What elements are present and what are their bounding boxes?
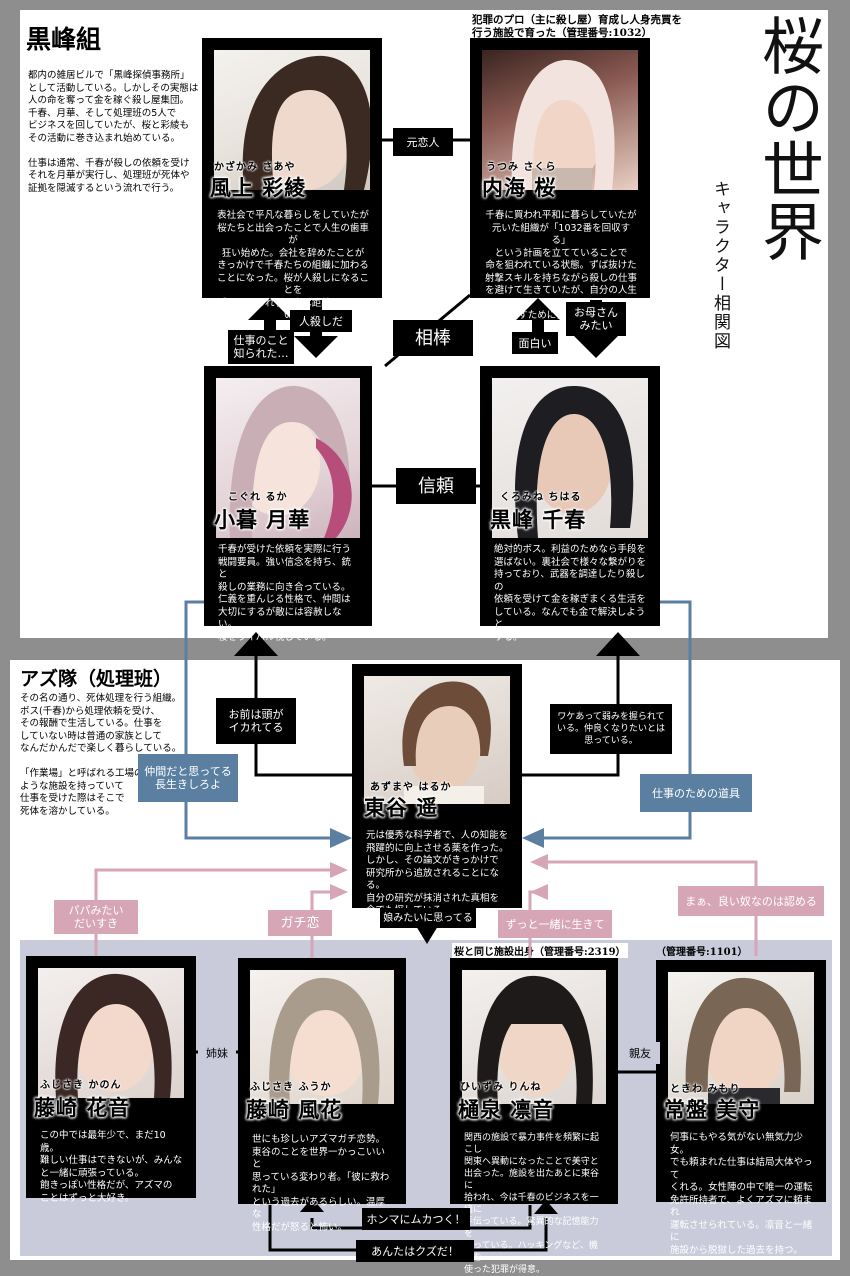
- rel-aibou: 相棒: [393, 320, 473, 356]
- desc-ayaka: 表社会で平凡な暮らしをしていたが 桜たちと出会ったことで人生の歯車が 狂い始めた…: [216, 210, 369, 321]
- portrait-rinne-art: [477, 975, 593, 1104]
- azu-group-desc: その名の通り、死体処理を行う組織。 ボス(千春)から処理依頼を受け、 その報酬で…: [20, 693, 182, 817]
- portrait-gekka: [216, 378, 360, 538]
- ruby-rinne: ひいずみ りんね: [460, 1082, 542, 1093]
- desc-chiharu: 絶対的ボス。利益のためなら手段を 選ばない。裏社会で様々な繋がりを 持っており、…: [494, 544, 647, 643]
- card-gekka[interactable]: こぐれ るか 小暮 月華 千春が受けた依頼を実際に行う 戦闘要員。強い信念を持ち…: [204, 366, 372, 643]
- rel-musume: 娘みたいに思ってる: [380, 908, 476, 928]
- card-kanon[interactable]: ふじさき かのん 藤崎 花音 この中では最年少で、まだ10歳。 難しい仕事はでき…: [26, 956, 196, 1204]
- portrait-chiharu-art: [515, 385, 634, 538]
- rel-omoshiroi: 面白い: [512, 332, 558, 354]
- rel-okaasan: お母さん みたい: [566, 302, 626, 336]
- rel-omae-atama: お前は頭が イカれてる: [216, 698, 296, 744]
- ruby-haruka: あずまや はるか: [370, 782, 452, 793]
- main-title: 桜の世界: [751, 14, 824, 262]
- card-sakura[interactable]: うつみ さくら 内海 桜 千春に買われ平和に暮らしていたが 元いた組織が「103…: [470, 38, 650, 334]
- rel-gachikoi: ガチ恋: [268, 910, 332, 936]
- portrait-rinne: [462, 970, 606, 1104]
- rel-honma: ホンマにムカつく！: [362, 1208, 470, 1230]
- desc-haruka: 元は優秀な科学者で、人の知能を 飛躍的に向上させる薬を作った。 しかし、その論文…: [366, 830, 509, 916]
- portrait-chiharu: [492, 378, 648, 538]
- name-kanon: 藤崎 花音: [34, 1095, 131, 1120]
- portrait-sakura-art: [511, 60, 615, 190]
- rel-shimai: 姉妹: [198, 1042, 236, 1064]
- kuromine-group-desc: 都内の雑居ビルで「黒峰探偵事務所」 として活動している。しかしその実態は 人の命…: [28, 70, 199, 194]
- desc-rinne: 関西の施設で暴力事件を頻繁に起こし 関東へ異動になったことで美守と 出会った。施…: [464, 1133, 600, 1275]
- rel-papa: パパみたい だいすき: [54, 900, 138, 934]
- ruby-fuuka: ふじさき ふうか: [250, 1082, 332, 1093]
- rel-motokoibito: 元恋人: [393, 128, 453, 156]
- name-fuuka: 藤崎 風花: [246, 1097, 343, 1122]
- name-rinne: 樋泉 凛音: [458, 1097, 555, 1122]
- portrait-fuuka-art: [269, 977, 380, 1104]
- name-ayaka: 風上 彩綾: [210, 175, 307, 200]
- ruby-gekka: こぐれ るか: [228, 492, 288, 503]
- card-chiharu[interactable]: くろみね ちはる 黒峰 千春 絶対的ボス。利益のためなら手段を 選ばない。裏社会…: [480, 366, 660, 643]
- rinne-caption: 桜と同じ施設出身（管理番号:2319）: [452, 943, 628, 958]
- name-mimori: 常盤 美守: [664, 1097, 761, 1122]
- rel-shinyu: 親友: [620, 1042, 660, 1064]
- portrait-kanon-art: [55, 973, 172, 1098]
- azu-group-title: アズ隊（処理班）: [20, 668, 173, 690]
- rel-zutto: ずっと一緒に生きて: [498, 910, 612, 938]
- ruby-mimori: ときわ みもり: [670, 1084, 741, 1095]
- card-mimori[interactable]: ときわ みもり 常盤 美守 何事にもやる気がない無気力少女。 でも頼まれた仕事は…: [656, 960, 826, 1256]
- rel-hitogoroshi: 人殺しだ: [290, 310, 352, 332]
- name-gekka: 小暮 月華: [214, 507, 311, 532]
- portrait-mimori-art: [685, 977, 801, 1104]
- name-chiharu: 黒峰 千春: [490, 507, 587, 532]
- rel-shigoto-no-koto: 仕事のこと 知られた…: [228, 330, 294, 364]
- rel-kuzu: あんたはクズだ！: [356, 1240, 474, 1262]
- card-haruka[interactable]: あずまや はるか 東谷 遥 元は優秀な科学者で、人の知能を 飛躍的に向上させる薬…: [352, 664, 522, 916]
- mimori-caption: （管理番号:1101）: [656, 947, 748, 958]
- portrait-kanon: [38, 968, 184, 1098]
- sakura-caption: 犯罪のプロ（主に殺し屋）育成し人身売買を 行う施設で育った（管理番号:1032）: [472, 14, 682, 39]
- desc-gekka: 千春が受けた依頼を実際に行う 戦闘要員。強い信念を持ち、銃と 殺しの業務に向き合…: [218, 544, 352, 643]
- sub-title: キャラクター相関図: [710, 180, 730, 351]
- name-sakura: 内海 桜: [482, 175, 557, 200]
- ruby-chiharu: くろみね ちはる: [500, 492, 582, 503]
- rel-shinrai: 信頼: [396, 468, 476, 504]
- rel-maa: まぁ、良い奴なのは認める: [678, 886, 824, 916]
- ruby-ayaka: かざかみ さあや: [214, 162, 296, 173]
- desc-sakura: 千春に買われ平和に暮らしていたが 元いた組織が「1032番を回収する」 という計…: [484, 210, 637, 334]
- desc-mimori: 何事にもやる気がない無気力少女。 でも頼まれた仕事は結局大体やって くれる。女性…: [670, 1132, 813, 1256]
- card-ayaka[interactable]: かざかみ さあや 風上 彩綾 表社会で平凡な暮らしをしていたが 桜たちと出会った…: [202, 38, 382, 321]
- name-haruka: 東谷 遥: [364, 795, 439, 820]
- ruby-sakura: うつみ さくら: [486, 162, 557, 173]
- portrait-ayaka-art: [242, 55, 370, 190]
- portrait-haruka-art: [402, 681, 491, 804]
- portrait-sakura: [482, 50, 638, 190]
- ruby-kanon: ふじさき かのん: [40, 1080, 122, 1091]
- card-fuuka[interactable]: ふじさき ふうか 藤崎 風花 世にも珍しいアズマガチ恋勢。 東谷のことを世界一か…: [238, 958, 406, 1233]
- rel-wakeatte: ワケあって弱みを握られて いる。仲良くなりたいとは 思っている。: [550, 704, 672, 754]
- portrait-ayaka: [214, 50, 370, 190]
- rel-dougu: 仕事のための道具: [640, 774, 752, 812]
- portrait-haruka: [364, 676, 510, 804]
- rel-nakama-da: 仲間だと思ってる 長生きしろよ: [138, 754, 238, 802]
- desc-fuuka: 世にも珍しいアズマガチ恋勢。 東谷のことを世界一かっこいいと 思っている変わり者…: [252, 1134, 390, 1233]
- portrait-fuuka: [250, 970, 394, 1104]
- desc-kanon: この中では最年少で、まだ10歳。 難しい仕事はできないが、みんな と一緒に頑張っ…: [40, 1130, 183, 1204]
- kuromine-group-title: 黒峰組: [26, 25, 102, 54]
- portrait-gekka-art: [229, 385, 352, 538]
- portrait-mimori: [668, 972, 814, 1104]
- card-rinne[interactable]: ひいずみ りんね 樋泉 凛音 関西の施設で暴力事件を頻繁に起こし 関東へ異動にな…: [450, 958, 618, 1275]
